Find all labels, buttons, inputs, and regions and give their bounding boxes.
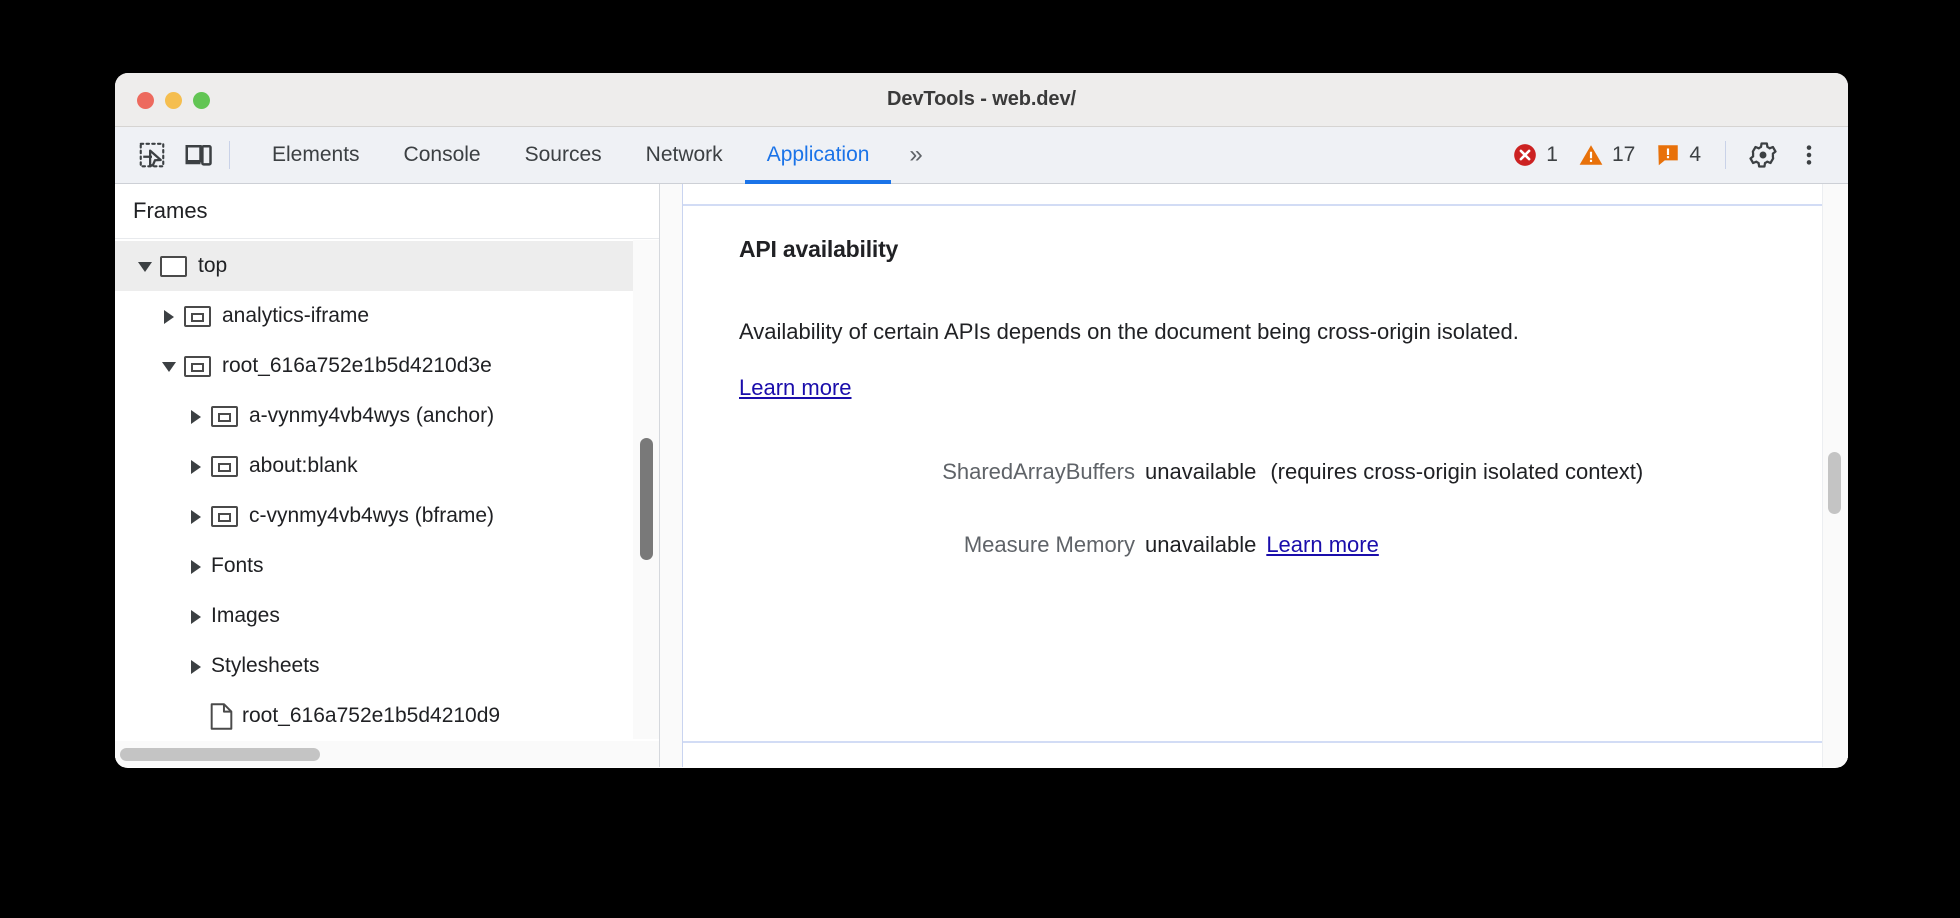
frame-icon bbox=[160, 255, 187, 277]
row-value: unavailable bbox=[1145, 532, 1257, 557]
issue-icon bbox=[1658, 145, 1679, 166]
error-count: 1 bbox=[1546, 143, 1558, 166]
tree-item-label: analytics-iframe bbox=[222, 304, 370, 327]
chevron-right-icon[interactable] bbox=[188, 608, 205, 625]
frame-child-icon bbox=[211, 505, 238, 527]
window-title: DevTools - web.dev/ bbox=[887, 88, 1076, 110]
tree-item-label: Images bbox=[211, 604, 280, 627]
toolbar-divider-right bbox=[1725, 141, 1726, 169]
toolbar-status-area: 1 17 4 bbox=[1502, 127, 1848, 184]
tab-elements[interactable]: Elements bbox=[272, 143, 360, 166]
chevron-right-icon[interactable] bbox=[161, 308, 178, 325]
sidebar-horizontal-scrollbar-thumb[interactable] bbox=[120, 748, 320, 761]
report-description-text: Availability of certain APIs depends on … bbox=[739, 319, 1519, 344]
traffic-lights bbox=[137, 73, 210, 127]
tree-item-anchor-frame[interactable]: a-vynmy4vb4wys (anchor) bbox=[115, 391, 659, 441]
tab-sources[interactable]: Sources bbox=[524, 143, 602, 166]
error-icon bbox=[1514, 144, 1537, 166]
row-value: unavailable bbox=[1145, 459, 1257, 484]
tree-item-top[interactable]: top bbox=[115, 241, 659, 291]
frame-child-icon bbox=[184, 305, 211, 327]
page-title: API availability bbox=[739, 236, 899, 262]
tree-item-stylesheet-file[interactable]: root_616a752e1b5d4210d9 bbox=[115, 691, 659, 741]
frame-child-icon bbox=[184, 355, 211, 377]
tree-item-label: Stylesheets bbox=[211, 654, 320, 677]
chevron-right-icon[interactable] bbox=[188, 558, 205, 575]
chevron-down-icon[interactable] bbox=[137, 258, 154, 275]
chevron-right-icon[interactable] bbox=[188, 658, 205, 675]
toolbar-divider bbox=[229, 141, 230, 169]
tree-item-label: about:blank bbox=[249, 454, 358, 477]
section-divider-bottom bbox=[683, 741, 1848, 743]
devtools-toolbar: Elements Console Sources Network Applica… bbox=[115, 127, 1848, 184]
gear-icon[interactable] bbox=[1740, 132, 1786, 178]
row-label: Measure Memory bbox=[963, 532, 1135, 557]
tree-item-bframe[interactable]: c-vynmy4vb4wys (bframe) bbox=[115, 491, 659, 541]
devtools-window: DevTools - web.dev/ Elements Console bbox=[115, 73, 1848, 768]
row-shared-array-buffers: SharedArrayBuffers unavailable (requires … bbox=[739, 444, 1808, 500]
row-label: SharedArrayBuffers bbox=[942, 459, 1135, 484]
chevron-right-icon[interactable] bbox=[188, 408, 205, 425]
error-counter[interactable]: 1 bbox=[1502, 142, 1568, 168]
tree-item-about-blank[interactable]: about:blank bbox=[115, 441, 659, 491]
tree-item-root-frame[interactable]: root_616a752e1b5d4210d3e bbox=[115, 341, 659, 391]
warning-icon bbox=[1579, 145, 1603, 165]
warning-count: 17 bbox=[1611, 143, 1636, 166]
frame-child-icon bbox=[211, 405, 238, 427]
row-value-cell: unavailable Learn more bbox=[1145, 517, 1379, 573]
issue-count: 4 bbox=[1689, 143, 1701, 166]
kebab-menu-icon[interactable] bbox=[1786, 132, 1832, 178]
section-divider-top bbox=[683, 204, 1848, 206]
report-vertical-scrollbar-thumb[interactable] bbox=[1828, 452, 1841, 514]
zoom-window-button[interactable] bbox=[193, 91, 210, 109]
window-titlebar: DevTools - web.dev/ bbox=[115, 73, 1848, 127]
row-value-cell: unavailable (requires cross-origin isolat… bbox=[1145, 444, 1643, 500]
warning-counter[interactable]: 17 bbox=[1568, 142, 1645, 168]
report-description: Availability of certain APIs depends on … bbox=[739, 304, 1539, 416]
document-icon bbox=[210, 702, 233, 730]
more-tabs-icon[interactable]: » bbox=[909, 141, 922, 168]
close-window-button[interactable] bbox=[137, 91, 154, 109]
learn-more-link[interactable]: Learn more bbox=[739, 375, 852, 400]
tree-item-label: a-vynmy4vb4wys (anchor) bbox=[249, 404, 495, 427]
issue-counter[interactable]: 4 bbox=[1645, 142, 1711, 168]
tree-item-images[interactable]: Images bbox=[115, 591, 659, 641]
tree-item-fonts[interactable]: Fonts bbox=[115, 541, 659, 591]
frames-tree: top analytics-iframe root_616a752e1b5d42… bbox=[115, 239, 659, 741]
report-container: API availability Availability of certain… bbox=[682, 184, 1848, 767]
report-vertical-scrollbar-track[interactable] bbox=[1822, 184, 1848, 767]
application-report-panel: API availability Availability of certain… bbox=[660, 184, 1848, 767]
tree-item-label: c-vynmy4vb4wys (bframe) bbox=[249, 504, 495, 527]
chevron-right-icon[interactable] bbox=[188, 458, 205, 475]
measure-memory-learn-more-link[interactable]: Learn more bbox=[1266, 532, 1379, 557]
tab-application[interactable]: Application bbox=[744, 127, 892, 184]
panel-tabs: Elements Console Sources Network Applica… bbox=[250, 127, 935, 184]
sidebar-vertical-scrollbar-track[interactable] bbox=[633, 240, 659, 739]
frames-sidebar: Frames top analytics-iframe root_616a752… bbox=[115, 184, 660, 767]
minimize-window-button[interactable] bbox=[165, 91, 182, 109]
tree-item-stylesheets[interactable]: Stylesheets bbox=[115, 641, 659, 691]
frame-child-icon bbox=[211, 455, 238, 477]
tree-item-label: top bbox=[198, 254, 228, 277]
tab-network[interactable]: Network bbox=[645, 143, 723, 166]
sidebar-header: Frames bbox=[115, 184, 659, 239]
row-note: (requires cross-origin isolated context) bbox=[1270, 459, 1644, 484]
tree-item-label: root_616a752e1b5d4210d9 bbox=[242, 704, 501, 727]
devtools-body: Frames top analytics-iframe root_616a752… bbox=[115, 184, 1848, 767]
report-content: API availability Availability of certain… bbox=[739, 236, 1808, 590]
row-measure-memory: Measure Memory unavailable Learn more bbox=[739, 517, 1808, 573]
sidebar-horizontal-scrollbar-track[interactable] bbox=[115, 741, 659, 767]
tree-item-analytics-iframe[interactable]: analytics-iframe bbox=[115, 291, 659, 341]
tree-item-label: Fonts bbox=[211, 554, 264, 577]
api-availability-rows: SharedArrayBuffers unavailable (requires … bbox=[739, 444, 1808, 573]
chevron-down-icon[interactable] bbox=[161, 358, 178, 375]
tree-item-label: root_616a752e1b5d4210d3e bbox=[222, 354, 492, 377]
sidebar-vertical-scrollbar-thumb[interactable] bbox=[640, 438, 653, 560]
inspect-element-icon[interactable] bbox=[129, 132, 175, 178]
device-toolbar-icon[interactable] bbox=[175, 132, 221, 178]
tab-console[interactable]: Console bbox=[403, 143, 481, 166]
chevron-right-icon[interactable] bbox=[188, 508, 205, 525]
